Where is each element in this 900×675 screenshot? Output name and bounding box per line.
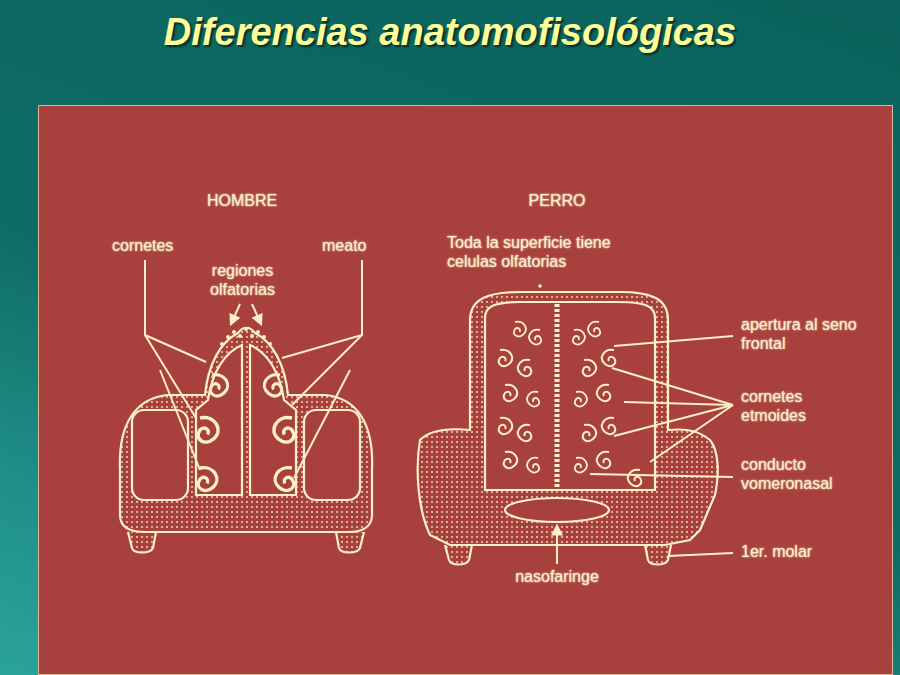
leader-line	[282, 260, 362, 358]
dog-nasal-cavity	[485, 302, 655, 490]
leader-line	[668, 553, 733, 556]
human-tooth	[128, 532, 156, 553]
leader-line	[145, 335, 196, 418]
part-label: conducto vomeronasal	[741, 456, 866, 493]
dog-septum	[555, 304, 560, 488]
leader-arrow	[231, 304, 240, 324]
leader-line	[145, 260, 206, 362]
leader-line	[292, 335, 362, 405]
olfactory-dots	[220, 327, 272, 346]
leader-line	[624, 402, 733, 405]
leader-line	[160, 370, 200, 470]
leader-line	[612, 368, 733, 405]
human-turbinates	[198, 375, 294, 491]
leader-line	[590, 474, 733, 477]
part-label: HOMBRE	[192, 192, 292, 211]
human-nasal-cavity	[250, 345, 296, 495]
leader-line	[294, 370, 350, 478]
human-nasal-cavity	[196, 345, 242, 495]
part-label: Toda la superficie tiene celulas olfator…	[447, 234, 662, 271]
dog-nasopharynx	[505, 498, 609, 522]
dog-tooth	[645, 545, 671, 565]
leader-lines	[145, 260, 733, 564]
part-label: nasofaringe	[492, 568, 622, 587]
leader-line	[614, 336, 733, 346]
part-label: meato	[322, 237, 402, 256]
human-tooth	[336, 532, 364, 553]
human-sinus	[304, 410, 360, 500]
human-sinus	[132, 410, 188, 500]
human-skull-outline	[120, 328, 372, 532]
part-label: regiones olfatorias	[190, 262, 295, 299]
dog-section	[418, 292, 718, 565]
dog-tooth	[445, 545, 472, 565]
part-label: cornetes	[112, 237, 202, 256]
part-label: PERRO	[507, 192, 607, 211]
part-label: cornetes etmoides	[741, 388, 841, 425]
leader-line	[650, 405, 733, 462]
part-label: 1er. molar	[741, 543, 861, 562]
dog-skull-outline	[418, 292, 718, 545]
leader-arrow	[556, 526, 558, 564]
leader-line	[614, 405, 733, 436]
part-label: apertura al seno frontal	[741, 316, 859, 353]
leader-arrow	[252, 304, 261, 324]
slide-title: Diferencias anatomofisológicas	[0, 10, 900, 56]
human-section	[120, 328, 372, 553]
marker-dot	[538, 284, 542, 288]
